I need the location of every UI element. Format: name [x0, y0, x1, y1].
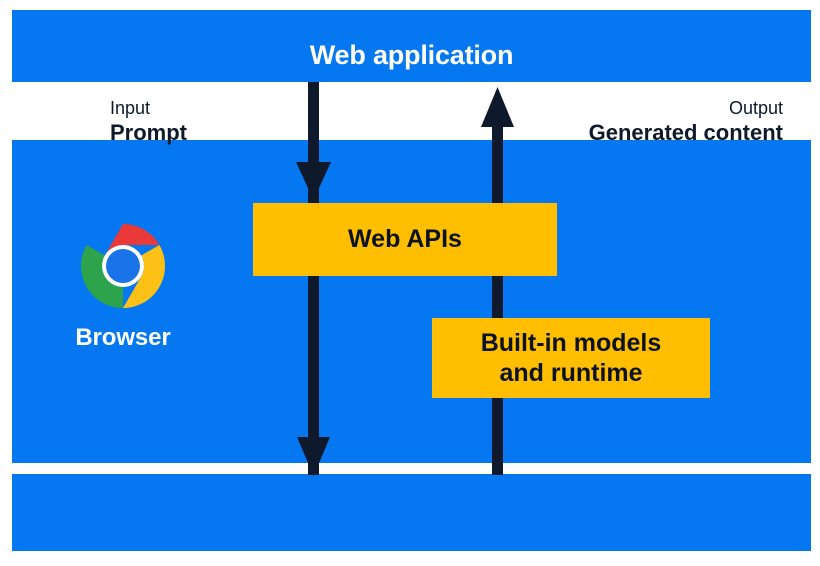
box-builtin-models-line1: Built-in models [480, 328, 662, 357]
band-local-hardware: Local hardware (CPU / GPU / NPU) [12, 474, 811, 551]
io-input-kind: Input [110, 98, 151, 118]
chrome-logo-icon [81, 224, 165, 308]
band-web-application-label: Web application [309, 40, 514, 70]
box-web-apis-line1: Web APIs [348, 225, 462, 254]
box-builtin-models-line2: and runtime [499, 359, 643, 387]
io-output-value: Generated content [588, 120, 783, 146]
io-annotation-output: Output Generated content [589, 98, 783, 146]
io-output-kind: Output [728, 98, 783, 118]
box-builtin-models[interactable]: Built-in models and runtime [432, 318, 710, 398]
band-web-application: Web application [12, 10, 811, 82]
browser-label: Browser [75, 324, 171, 351]
box-web-apis[interactable]: Web APIs [253, 203, 557, 276]
browser-group: Browser [53, 222, 193, 352]
io-annotation-input: Input Prompt [110, 98, 187, 146]
io-input-value: Prompt [110, 120, 187, 146]
